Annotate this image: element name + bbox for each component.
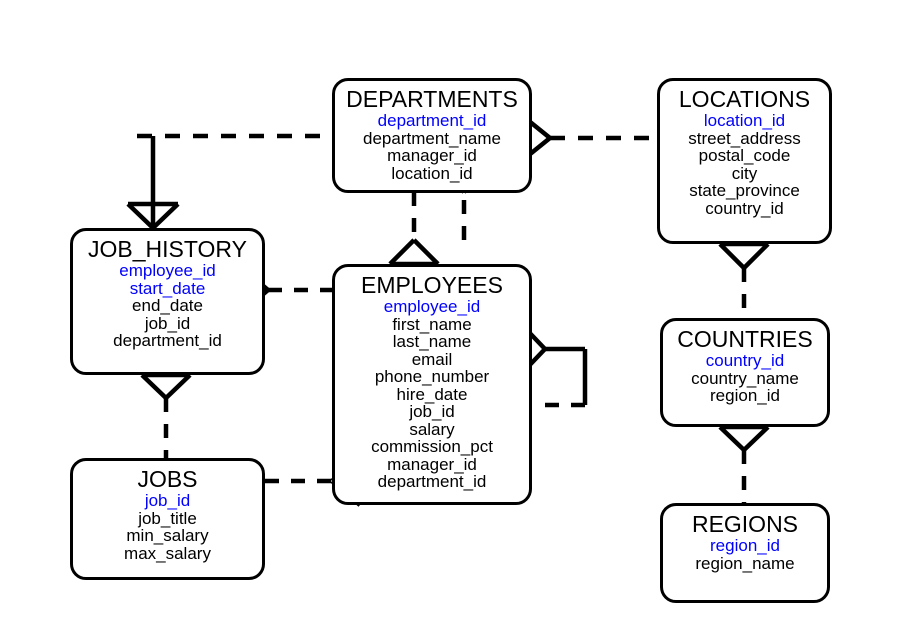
attribute-employee-id: employee_id bbox=[119, 261, 216, 280]
attribute-list-countries: country_id country_name region_id bbox=[663, 352, 827, 405]
line-employees-self-manager bbox=[533, 346, 588, 408]
attribute-last-name: last_name bbox=[392, 332, 472, 351]
attribute-manager-id: manager_id bbox=[387, 146, 477, 165]
attribute-start-date: start_date bbox=[129, 278, 206, 298]
attribute-phone-number: phone_number bbox=[374, 367, 490, 386]
attribute-region-id: region_id bbox=[710, 386, 780, 405]
attribute-country-name: country_name bbox=[691, 368, 799, 388]
attribute-list-regions: region_id region_name bbox=[663, 537, 827, 572]
entity-title-locations: LOCATIONS bbox=[678, 86, 811, 112]
crowsfoot-countries-regions bbox=[718, 424, 770, 452]
attribute-salary: salary bbox=[409, 419, 455, 439]
attribute-job-id: job_id bbox=[144, 313, 191, 333]
attribute-department-id: department_id bbox=[377, 111, 487, 130]
attribute-state-province: state_province bbox=[689, 181, 800, 200]
attribute-location-id: location_id bbox=[391, 163, 473, 183]
attribute-list-job-history: employee_id start_date end_date job_id d… bbox=[73, 262, 262, 350]
attribute-job-id: job_id bbox=[409, 402, 455, 421]
attribute-end-date: end_date bbox=[132, 296, 203, 315]
crowsfoot-employees-departments bbox=[388, 238, 440, 267]
attribute-manager-id: manager_id bbox=[387, 454, 477, 474]
crowsfoot-locations-countries bbox=[718, 241, 770, 270]
crowsfoot-jobhistory-departments bbox=[126, 201, 180, 230]
attribute-region-name: region_name bbox=[695, 553, 795, 573]
attribute-country-id: country_id bbox=[705, 351, 785, 370]
attribute-first-name: first_name bbox=[392, 314, 472, 334]
attribute-employee-id: employee_id bbox=[383, 297, 481, 316]
entity-locations[interactable]: LOCATIONS location_id street_address pos… bbox=[657, 78, 832, 244]
entity-jobs[interactable]: JOBS job_id job_title min_salary max_sal… bbox=[70, 458, 265, 580]
crowsfoot-jobhistory-jobs bbox=[140, 372, 192, 400]
attribute-postal-code: postal_code bbox=[698, 146, 791, 165]
attribute-commission-pct: commission_pct bbox=[371, 437, 493, 456]
attribute-job-id: job_id bbox=[144, 491, 191, 510]
attribute-street-address: street_address bbox=[688, 128, 801, 148]
attribute-department-id: department_id bbox=[113, 331, 222, 350]
attribute-department-id: department_id bbox=[377, 472, 487, 491]
attribute-list-locations: location_id street_address postal_code c… bbox=[660, 112, 829, 217]
attribute-list-jobs: job_id job_title min_salary max_salary bbox=[73, 492, 262, 562]
entity-departments[interactable]: DEPARTMENTS department_id department_nam… bbox=[332, 78, 532, 193]
entity-title-employees: EMPLOYEES bbox=[361, 272, 503, 298]
entity-regions[interactable]: REGIONS region_id region_name bbox=[660, 503, 830, 603]
attribute-location-id: location_id bbox=[703, 111, 786, 130]
attribute-max-salary: max_salary bbox=[124, 543, 211, 563]
attribute-email: email bbox=[411, 349, 453, 369]
attribute-list-departments: department_id department_name manager_id… bbox=[335, 112, 529, 182]
entity-title-jobs: JOBS bbox=[137, 466, 198, 492]
entity-title-departments: DEPARTMENTS bbox=[346, 86, 518, 112]
attribute-department-name: department_name bbox=[363, 128, 501, 148]
attribute-min-salary: min_salary bbox=[126, 526, 209, 545]
attribute-list-employees: employee_id first_name last_name email p… bbox=[335, 298, 529, 491]
attribute-city: city bbox=[731, 163, 758, 183]
entity-employees[interactable]: EMPLOYEES employee_id first_name last_na… bbox=[332, 264, 532, 505]
attribute-job-title: job_title bbox=[138, 508, 197, 528]
entity-title-regions: REGIONS bbox=[691, 511, 799, 537]
entity-job-history[interactable]: JOB_HISTORY employee_id start_date end_d… bbox=[70, 228, 265, 375]
attribute-hire-date: hire_date bbox=[396, 384, 468, 404]
entity-title-job-history: JOB_HISTORY bbox=[88, 236, 247, 262]
entity-countries[interactable]: COUNTRIES country_id country_name region… bbox=[660, 318, 830, 427]
entity-title-countries: COUNTRIES bbox=[677, 326, 813, 352]
attribute-country-id: country_id bbox=[705, 198, 784, 218]
attribute-region-id: region_id bbox=[710, 536, 780, 555]
